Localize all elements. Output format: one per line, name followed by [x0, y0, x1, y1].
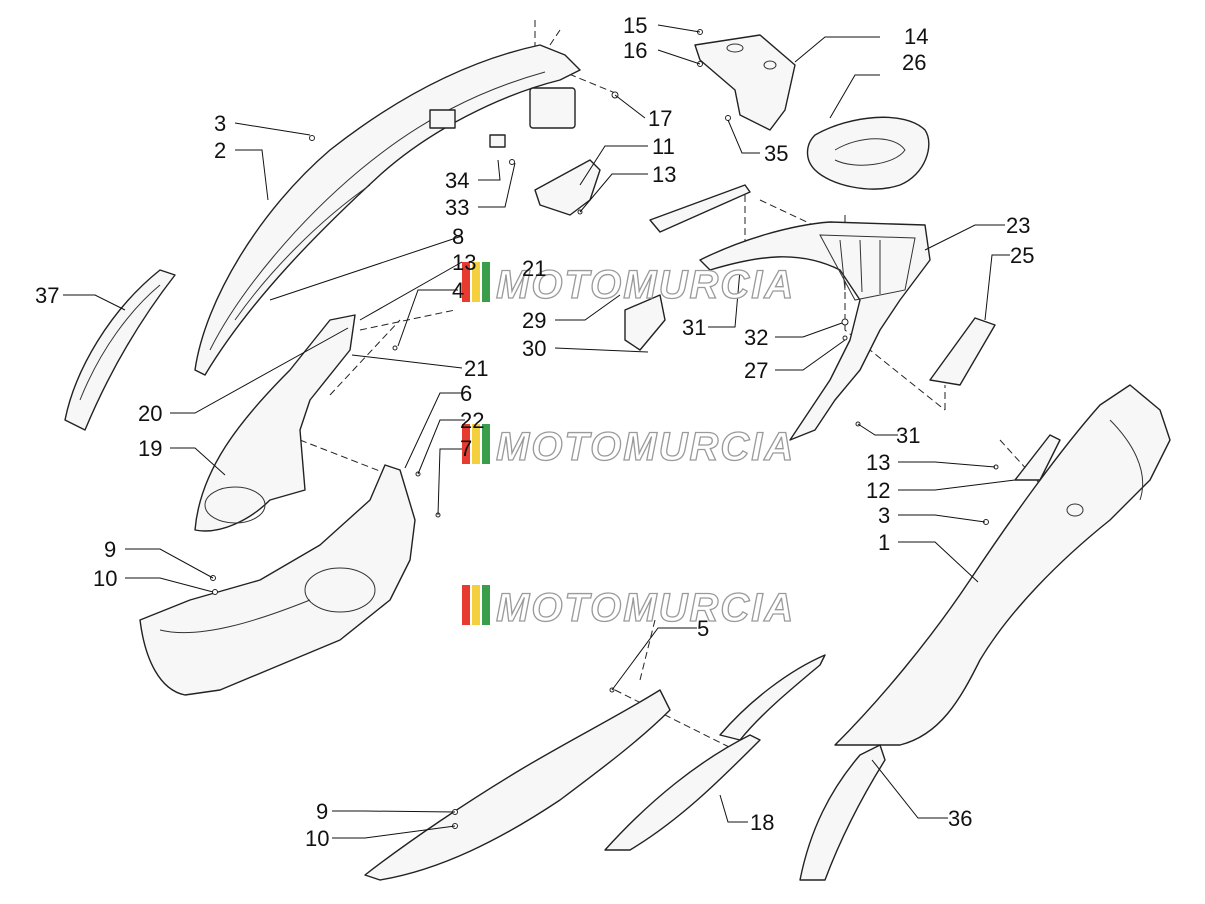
callout-33[interactable]: 33	[445, 195, 469, 220]
leader-lines	[63, 24, 1016, 839]
watermark-text: MOTOMURCIA	[496, 586, 795, 630]
callout-31[interactable]: 31	[682, 315, 706, 340]
part-2-side-panel	[194, 44, 581, 376]
callout-10[interactable]: 10	[305, 826, 329, 851]
part-14-bracket	[694, 34, 796, 131]
part-6-lower-panel	[139, 464, 416, 696]
callout-13[interactable]: 13	[866, 450, 890, 475]
callout-25[interactable]: 25	[1010, 243, 1034, 268]
callout-23[interactable]: 23	[1006, 213, 1030, 238]
watermark-text: MOTOMURCIA	[496, 263, 795, 307]
callout-13[interactable]: 13	[652, 162, 676, 187]
callout-22[interactable]: 22	[460, 408, 484, 433]
part-37-bracket	[64, 269, 176, 431]
part-1-side-cover	[834, 384, 1171, 746]
watermark-text: MOTOMURCIA	[496, 425, 795, 469]
callout-10[interactable]: 10	[93, 566, 117, 591]
callout-13[interactable]: 13	[452, 250, 476, 275]
callout-labels: 15 16 14 26 3 2 17 11 13 34 33 35 37 8 1…	[35, 13, 1034, 851]
callout-32[interactable]: 32	[744, 325, 768, 350]
callout-21[interactable]: 21	[464, 356, 488, 381]
callout-21[interactable]: 21	[522, 256, 546, 281]
callout-35[interactable]: 35	[764, 141, 788, 166]
callout-9[interactable]: 9	[316, 799, 328, 824]
callout-2[interactable]: 2	[214, 138, 226, 163]
callout-11[interactable]: 11	[652, 134, 675, 159]
callout-36[interactable]: 36	[948, 806, 972, 831]
callout-37[interactable]: 37	[35, 283, 59, 308]
callout-34[interactable]: 34	[445, 168, 469, 193]
callout-1[interactable]: 1	[878, 530, 890, 555]
callout-4[interactable]: 4	[452, 278, 464, 303]
fasteners	[210, 29, 999, 829]
callout-17[interactable]: 17	[648, 106, 672, 131]
callout-14[interactable]: 14	[904, 24, 928, 49]
part-19-inner-panel	[194, 314, 356, 532]
callout-3[interactable]: 3	[878, 503, 890, 528]
watermark-2: MOTOMURCIA	[462, 424, 795, 470]
part-26-seat-pad	[806, 116, 930, 190]
part-23-rear-rack	[699, 221, 931, 441]
part-12-clip	[1014, 434, 1061, 481]
callout-12[interactable]: 12	[866, 478, 890, 503]
part-trim-strips	[649, 184, 996, 386]
part-29-cover	[624, 294, 666, 351]
part-5-lower-strip	[364, 689, 671, 881]
callout-6[interactable]: 6	[460, 381, 472, 406]
callout-8[interactable]: 8	[452, 224, 464, 249]
callout-20[interactable]: 20	[138, 401, 162, 426]
part-36-bracket	[799, 744, 886, 881]
callout-16[interactable]: 16	[623, 38, 647, 63]
part-18-side-trim	[604, 654, 826, 851]
callout-7[interactable]: 7	[460, 436, 472, 461]
callout-26[interactable]: 26	[902, 50, 926, 75]
callout-18[interactable]: 18	[750, 810, 774, 835]
callout-27[interactable]: 27	[744, 358, 768, 383]
callout-5[interactable]: 5	[697, 616, 709, 641]
callout-30[interactable]: 30	[522, 336, 546, 361]
callout-19[interactable]: 19	[138, 436, 162, 461]
callout-29[interactable]: 29	[522, 308, 546, 333]
callout-3[interactable]: 3	[214, 111, 226, 136]
callout-15[interactable]: 15	[623, 13, 647, 38]
callout-31[interactable]: 31	[896, 423, 920, 448]
watermark-3: MOTOMURCIA	[462, 585, 795, 631]
watermark-1: MOTOMURCIA	[462, 262, 795, 308]
callout-9[interactable]: 9	[104, 537, 116, 562]
